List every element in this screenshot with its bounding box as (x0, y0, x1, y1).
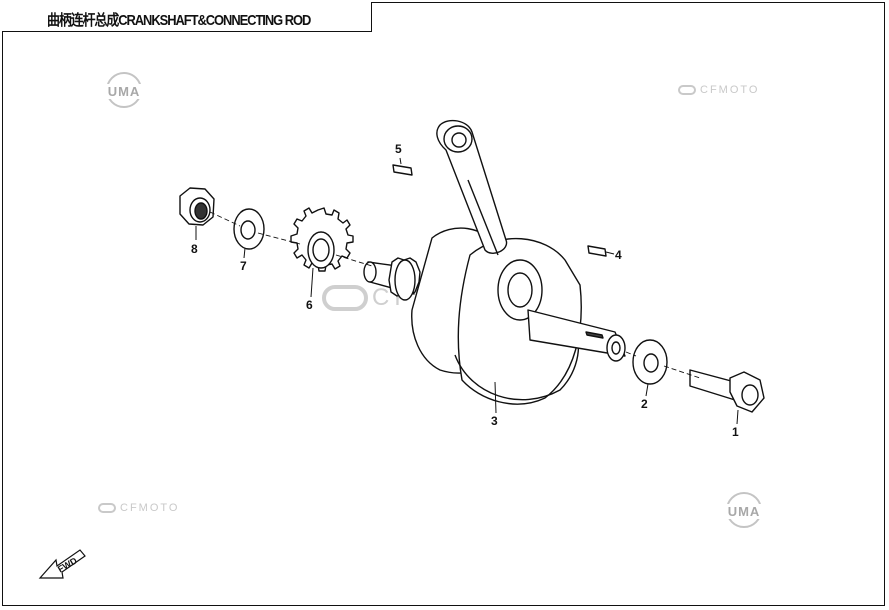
title-box: 曲柄连杆总成CRANKSHAFT&CONNECTING ROD (2, 2, 372, 32)
part-5-key (392, 164, 413, 176)
uma-watermark-text: UMA (718, 504, 770, 519)
centerline-6-3 (335, 254, 373, 267)
centerline-3-2 (625, 351, 637, 357)
callout-6: 6 (306, 298, 313, 312)
cfmoto-watermark-text: CFMOTO (120, 502, 180, 514)
leader-2 (645, 383, 649, 397)
cfmoto-watermark-text: CFMOTO (700, 84, 760, 96)
part-4-key (587, 245, 607, 257)
callout-2: 2 (641, 397, 648, 411)
callout-7: 7 (240, 259, 247, 273)
leader-7 (243, 247, 246, 259)
part-3-crankshaft (363, 227, 626, 405)
connecting-rod (436, 119, 508, 256)
leader-6 (310, 267, 314, 298)
part-1-bolt (689, 369, 765, 413)
part-8-nut (179, 187, 215, 226)
uma-watermark-bottom: UMA (718, 492, 770, 532)
uma-watermark-text: UMA (98, 84, 150, 99)
callout-1: 1 (732, 425, 739, 439)
cfmoto-logo-icon (678, 85, 696, 95)
cfmoto-logo-icon (322, 285, 368, 311)
centerline-7-6 (257, 232, 301, 245)
part-2-washer (632, 339, 668, 385)
centerline-8-7 (209, 211, 241, 227)
centerline-2-1 (663, 365, 701, 379)
leader-3 (494, 381, 497, 414)
callout-5: 5 (395, 142, 402, 156)
cfmoto-logo-icon (98, 503, 116, 513)
part-7-washer (233, 208, 265, 250)
cfmoto-watermark-bottom: CFMOTO (98, 502, 179, 514)
part-6-gear (290, 207, 354, 272)
leader-1 (736, 409, 739, 425)
cfmoto-watermark-top: CFMOTO (678, 84, 759, 96)
leader-4 (605, 251, 615, 255)
callout-8: 8 (191, 242, 198, 256)
callout-3: 3 (491, 414, 498, 428)
diagram-title: 曲柄连杆总成CRANKSHAFT&CONNECTING ROD (47, 12, 311, 29)
fwd-arrow-icon: FWD (38, 549, 86, 579)
callout-4: 4 (615, 248, 622, 262)
uma-watermark-top: UMA (98, 72, 150, 112)
leader-5 (399, 157, 402, 165)
